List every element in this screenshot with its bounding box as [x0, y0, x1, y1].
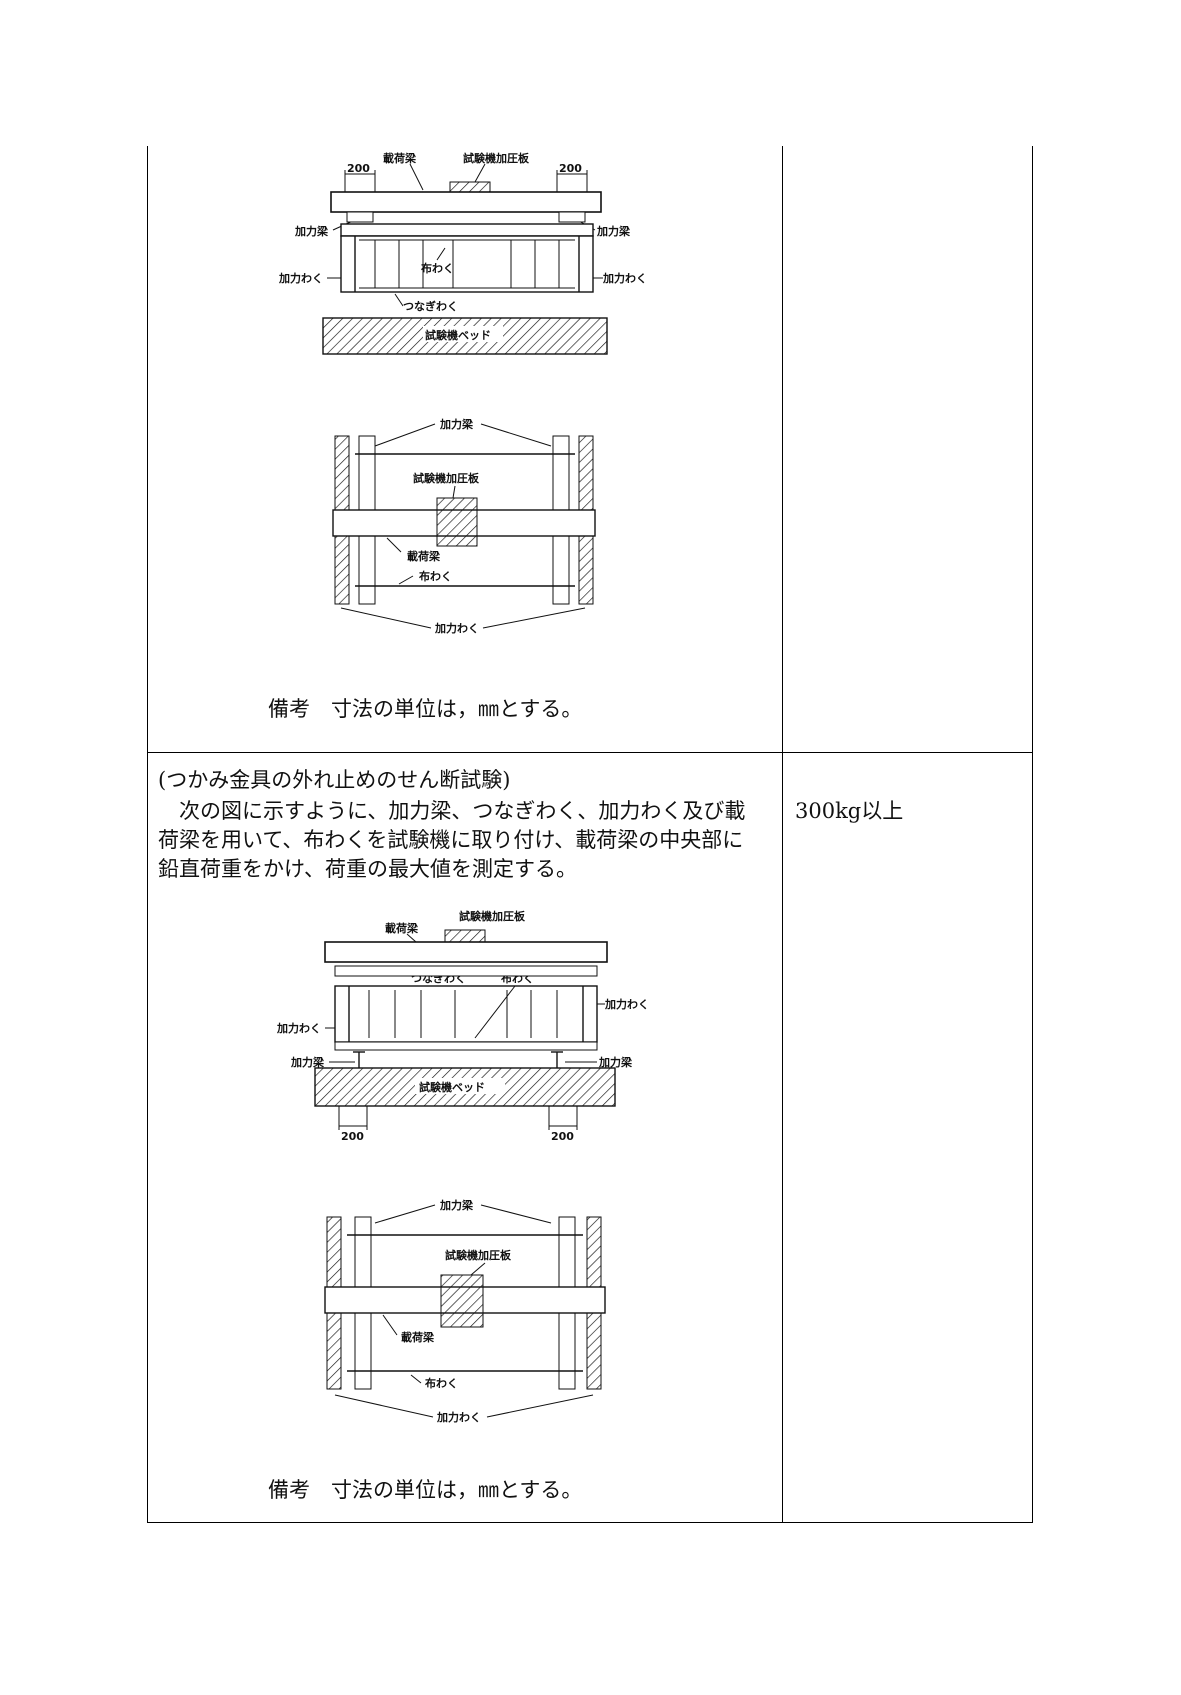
- table-column-divider: [782, 146, 783, 1523]
- row2-note: 備考 寸法の単位は，㎜とする。: [268, 1478, 583, 1502]
- table-bottom-border: [147, 1522, 1033, 1523]
- row2-body-line-2: 荷梁を用いて、布わくを試験機に取り付け、載荷梁の中央部に: [158, 828, 744, 852]
- row2-heading: (つかみ金具の外れ止めのせん断試験): [158, 768, 511, 792]
- loading-beam-label: 載荷梁: [407, 549, 441, 563]
- dim-left-label: 200: [347, 162, 370, 175]
- press-plate-label: 試験機加圧板: [413, 471, 480, 485]
- press-plate-label: 試験機加圧板: [463, 151, 530, 165]
- force-frame-right-label: 加力わく: [602, 271, 647, 285]
- bed-label: 試験機ベッド: [419, 1080, 485, 1094]
- bed-label: 試験機ベッド: [425, 328, 491, 342]
- row2-requirement: 300kg以上: [795, 799, 904, 823]
- force-frame-left-label: 加力わく: [278, 271, 323, 285]
- figure-2-plan-diagram: 加力梁 試験機加圧板 載荷梁 布わく 加力わく: [332, 417, 596, 635]
- force-beam-left-label: 加力梁: [290, 1055, 325, 1069]
- loading-beam-label: 載荷梁: [401, 1330, 435, 1344]
- press-plate-label: 試験機加圧板: [445, 1248, 512, 1262]
- force-frame-left-label: 加力わく: [276, 1021, 321, 1035]
- row1-note: 備考 寸法の単位は，㎜とする。: [268, 697, 583, 721]
- table-row-divider: [147, 752, 1033, 753]
- cloth-frame-label: 布わく: [419, 569, 452, 583]
- force-beam-right-label: 加力梁: [598, 1055, 633, 1069]
- connect-frame-label: つなぎわく: [403, 299, 458, 313]
- force-beam-right-label: 加力梁: [596, 224, 631, 238]
- cloth-frame-label: 布わく: [425, 1376, 458, 1390]
- loading-beam-label: 載荷梁: [385, 921, 419, 935]
- dim-left-label: 200: [341, 1130, 364, 1143]
- table-right-border: [1032, 146, 1033, 1523]
- row2-body-line-1: 次の図に示すように、加力梁、つなぎわく、加力わく及び載: [158, 799, 746, 823]
- force-frame-right-label: 加力わく: [604, 997, 649, 1011]
- force-beam-label: 加力梁: [439, 417, 474, 431]
- dim-right-label: 200: [559, 162, 582, 175]
- force-beam-left-label: 加力梁: [294, 224, 329, 238]
- figure-1-elevation-diagram: 200 200 載荷梁 試験機加圧板 加力梁 加力梁 布わく 加力わく 加力わく…: [278, 151, 647, 355]
- dim-right-label: 200: [551, 1130, 574, 1143]
- loading-beam-label: 載荷梁: [383, 151, 417, 165]
- row2-body-line-3: 鉛直荷重をかけ、荷重の最大値を測定する。: [158, 857, 577, 881]
- table-left-border: [147, 146, 148, 1523]
- press-plate-label: 試験機加圧板: [459, 909, 526, 923]
- figure-4-plan-diagram: 加力梁 試験機加圧板 載荷梁 布わく 加力わく: [324, 1198, 606, 1424]
- force-beam-label: 加力梁: [439, 1198, 474, 1212]
- cloth-frame-label: 布わく: [421, 261, 454, 275]
- force-frame-label: 加力わく: [436, 1410, 481, 1424]
- figure-3-elevation-diagram: 載荷梁 試験機加圧板 つなぎわく 布わく 加力わく 加力わく 加力梁 加力梁 試…: [276, 909, 649, 1143]
- force-frame-label: 加力わく: [434, 621, 479, 635]
